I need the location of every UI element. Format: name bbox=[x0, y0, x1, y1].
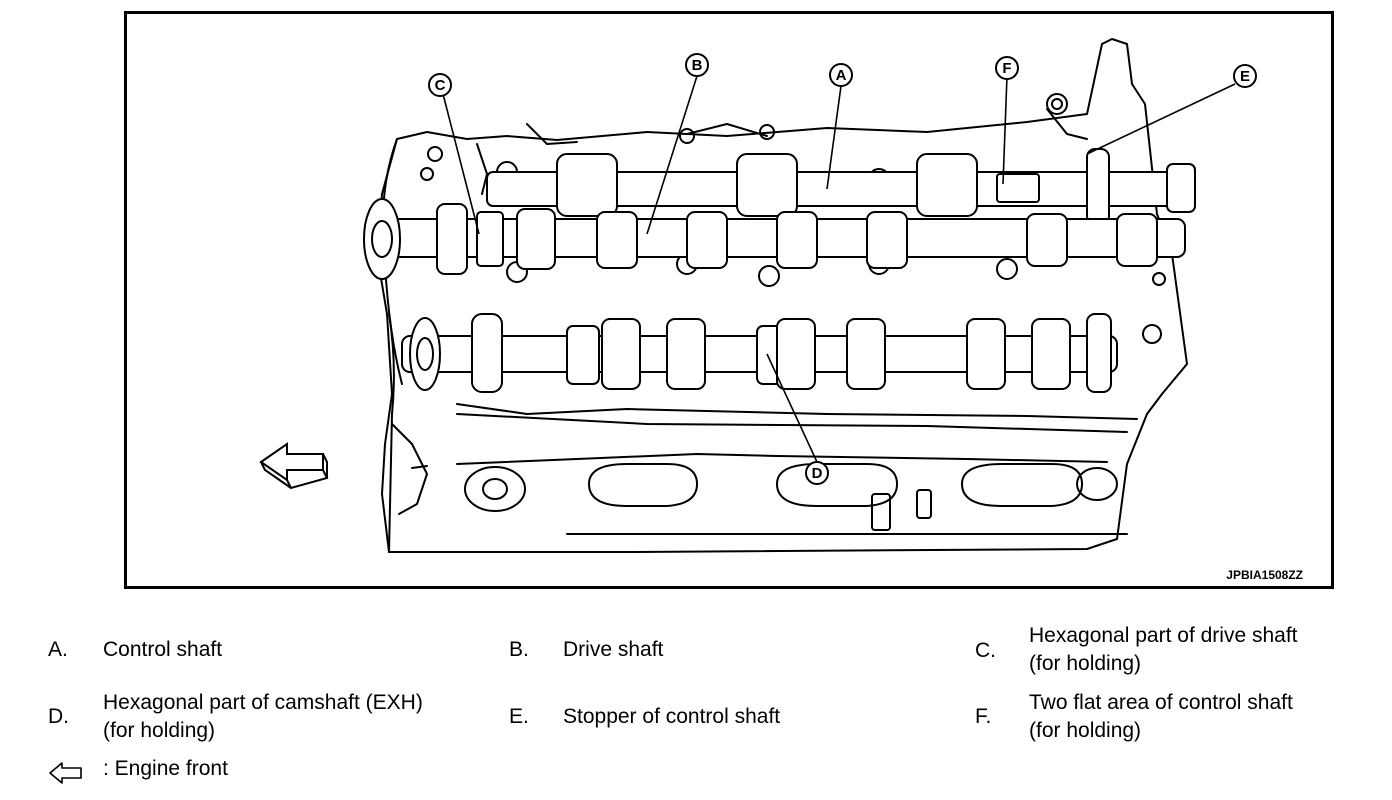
drive-shaft bbox=[363, 198, 1186, 280]
leader-f bbox=[1002, 75, 1008, 185]
cylinder-head-body bbox=[376, 38, 1188, 553]
port-1 bbox=[588, 463, 698, 507]
callout-c: C bbox=[428, 73, 452, 97]
legend-letter-d: D. bbox=[48, 705, 69, 728]
callout-f-label: F bbox=[1002, 60, 1011, 77]
exhaust-camshaft bbox=[401, 313, 1118, 393]
legend-text-e: Stopper of control shaft bbox=[563, 705, 781, 728]
legend-text-f-line2: (for holding) bbox=[1029, 719, 1142, 742]
legend-text-c-line2: (for holding) bbox=[1029, 652, 1142, 675]
leader-d bbox=[766, 353, 818, 463]
leader-b bbox=[646, 75, 698, 235]
leader-a bbox=[826, 85, 842, 190]
cylinder-head-illustration: A B C D E F bbox=[259, 38, 1257, 553]
legend-text-f-line1: Two flat area of control shaft bbox=[1029, 691, 1293, 714]
callout-e: E bbox=[1233, 64, 1257, 88]
callout-e-label: E bbox=[1240, 68, 1250, 85]
legend-text-a: Control shaft bbox=[103, 638, 223, 661]
callout-d: D bbox=[805, 461, 829, 485]
callout-b: B bbox=[685, 53, 709, 77]
legend-text-d-line1: Hexagonal part of camshaft (EXH) bbox=[103, 691, 423, 714]
callout-d-label: D bbox=[812, 465, 823, 482]
image-id: JPBIA1508ZZ bbox=[1226, 568, 1303, 582]
control-shaft bbox=[486, 148, 1196, 225]
callout-c-label: C bbox=[435, 77, 446, 94]
engine-front-label: : Engine front bbox=[103, 757, 228, 780]
legend-text-c-line1: Hexagonal part of drive shaft bbox=[1029, 624, 1298, 647]
callout-a: A bbox=[829, 63, 853, 87]
engine-front-legend-arrow-icon bbox=[49, 762, 82, 784]
legend-letter-f: F. bbox=[975, 705, 992, 728]
legend-letter-b: B. bbox=[509, 638, 529, 661]
legend-letter-a: A. bbox=[48, 638, 68, 661]
port-3 bbox=[961, 463, 1083, 507]
legend-text-d-line2: (for holding) bbox=[103, 719, 216, 742]
callout-a-label: A bbox=[836, 67, 847, 84]
figure-frame: A B C D E F JPBIA1508ZZ bbox=[124, 11, 1334, 589]
leader-e bbox=[1086, 83, 1236, 155]
callout-f: F bbox=[995, 56, 1019, 80]
engine-front-arrow-icon bbox=[259, 442, 329, 490]
legend-letter-c: C. bbox=[975, 639, 996, 662]
legend-letter-e: E. bbox=[509, 705, 529, 728]
leader-c bbox=[442, 93, 480, 235]
legend-text-b: Drive shaft bbox=[563, 638, 664, 661]
port-2 bbox=[776, 463, 898, 507]
callout-b-label: B bbox=[692, 57, 703, 74]
